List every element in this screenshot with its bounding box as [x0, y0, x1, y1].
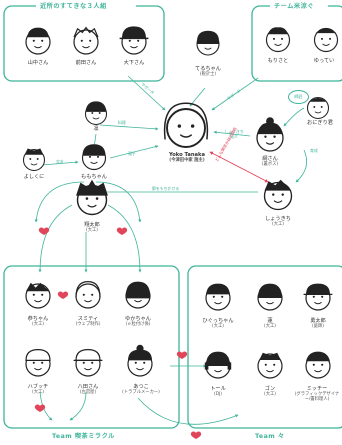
- group-frame-team-cafe: [3, 265, 180, 429]
- link-hachida-team: [69, 391, 87, 421]
- portrait-yoko: [163, 102, 209, 148]
- name-yukachan: ゆかちゃん(ｅ粒付け係): [125, 316, 151, 327]
- name-atsuko: あつこ(トラブルメーカー): [122, 384, 160, 395]
- portrait-maeda: [73, 26, 99, 55]
- portrait-yamanaka: [25, 27, 51, 55]
- portrait-ooshita: [119, 26, 149, 55]
- name-ooshita: 大下さん: [123, 60, 145, 66]
- name-sumichi: スミティ(ウェブ制作): [75, 316, 101, 327]
- name-momochan: ももちゃん: [81, 174, 107, 180]
- name-kyouchan: 恭ちゃん(大工): [27, 316, 49, 327]
- portrait-moriyama: [265, 27, 291, 53]
- name-shoutarou: 翔太郎(大工): [84, 222, 100, 233]
- group-title-team-cafe: Team 喫茶ミラクル: [52, 433, 115, 440]
- group-title-bg-cafe: [48, 431, 128, 440]
- portrait-rin: [84, 101, 108, 126]
- relation-label-ryoriki: 料理: [118, 120, 126, 125]
- heart-broken-icon: [190, 431, 202, 439]
- link-shoutarou-yuka: [107, 204, 142, 273]
- link-moriyama-yoko: [211, 77, 259, 111]
- group-frame-team-right: [187, 265, 342, 429]
- portrait-yoshikuni: [22, 148, 46, 172]
- relation-label-ikusei: 育成: [310, 148, 318, 153]
- name-hiwacchan: ひぐっちゃん(大工): [202, 318, 234, 329]
- portrait-teruchan: [196, 30, 220, 56]
- name-gon: ゴン(大工): [264, 386, 276, 397]
- heart-broken-icon: [34, 404, 46, 412]
- group-title-bg-chome: [270, 1, 328, 10]
- link-rin-yoko: [99, 124, 159, 131]
- name-yuutarou: 勇太郎(庭師): [310, 318, 326, 329]
- name-rin: 凛: [93, 126, 99, 132]
- link-shoutarou-kyou: [38, 204, 73, 273]
- relation-label-shoukai: しょうきち紹介: [224, 129, 244, 139]
- name-yuttei: ゆってい: [313, 58, 335, 64]
- portrait-tsuna: [256, 117, 284, 152]
- name-onigiri: おにぎり君: [307, 120, 333, 126]
- name-yoshikuni: よしくに: [23, 174, 45, 180]
- portrait-toru: [204, 351, 232, 379]
- portrait-yuttei: [313, 27, 339, 53]
- portrait-atsuko: [127, 344, 153, 377]
- name-maeda: 前田さん: [75, 60, 97, 66]
- name-micchi: ミッチー(グラフィックデザイナー/書料理人): [294, 386, 340, 402]
- relation-label-oyako: 親子: [128, 151, 136, 156]
- name-ren: 蓮(大工): [264, 318, 276, 329]
- portrait-shoukichi: [263, 179, 293, 211]
- name-teruchan: てるちゃん(税計士): [195, 66, 221, 77]
- portrait-hachida: [73, 348, 103, 377]
- heart-icon: [116, 227, 128, 235]
- portrait-onigiri: [306, 96, 330, 120]
- link-shoutarou-team-right: [95, 181, 142, 223]
- name-habucchi: ハブッチ(大工): [27, 384, 49, 395]
- heart-icon: [38, 227, 50, 235]
- relation-label-kouyuu: 交友: [56, 159, 64, 164]
- name-tsuna: 綱さん(裏ボス): [261, 156, 279, 167]
- portrait-yuutarou: [303, 283, 333, 311]
- link-yoshikuni-momo: [41, 160, 79, 166]
- group-title-team-right: Team 々: [255, 433, 285, 440]
- name-toru: トール(DJ): [210, 386, 226, 397]
- group-title-neighbors: 近所のすてきな３人組: [40, 3, 107, 10]
- link-teruchan-yoko: [189, 87, 206, 107]
- link-momo-yoko: [109, 145, 159, 159]
- link-yoko-shoukichi-rival: [209, 151, 269, 183]
- name-moriyama: もりさと: [267, 58, 289, 64]
- link-shoutarou-team-left: [34, 181, 85, 223]
- name-yamanaka: 山中さん: [27, 60, 49, 66]
- link-onigiri-tsuna: [283, 107, 305, 127]
- group-title-chome: チーム米涼ぐ: [274, 3, 314, 10]
- heart-broken-icon: [176, 351, 188, 359]
- portrait-shoutarou: [76, 179, 108, 216]
- name-yoko: Yoko Tanaka(今津田中家 施主): [168, 152, 206, 163]
- bubble-mentor: 師匠: [288, 90, 309, 104]
- portrait-ren: [257, 283, 283, 311]
- portrait-habucchi: [25, 348, 51, 377]
- link-tsuna-shoukichi: [295, 149, 308, 183]
- heart-broken-icon: [57, 291, 69, 299]
- relation-label-nemotochan: 節をもちかける: [152, 186, 180, 191]
- link-atsuko-teamright: [137, 397, 239, 425]
- group-title-bg-neighbors: [36, 1, 136, 10]
- portrait-momochan: [81, 144, 107, 171]
- portrait-gon: [257, 352, 283, 379]
- link-ooshita-yoko: [127, 75, 166, 111]
- name-hachida: 八田さん(左官屋): [77, 384, 99, 395]
- portrait-micchi: [305, 351, 331, 379]
- name-shoukichi: しょうきち(大工): [265, 216, 291, 227]
- portrait-sumichi: [75, 280, 101, 309]
- portrait-hiwacchan: [205, 283, 231, 311]
- link-tsuna-yoko: [213, 130, 251, 137]
- portrait-yukachan: [125, 281, 151, 309]
- group-title-bg-right: [250, 431, 294, 440]
- portrait-kyouchan: [25, 282, 51, 309]
